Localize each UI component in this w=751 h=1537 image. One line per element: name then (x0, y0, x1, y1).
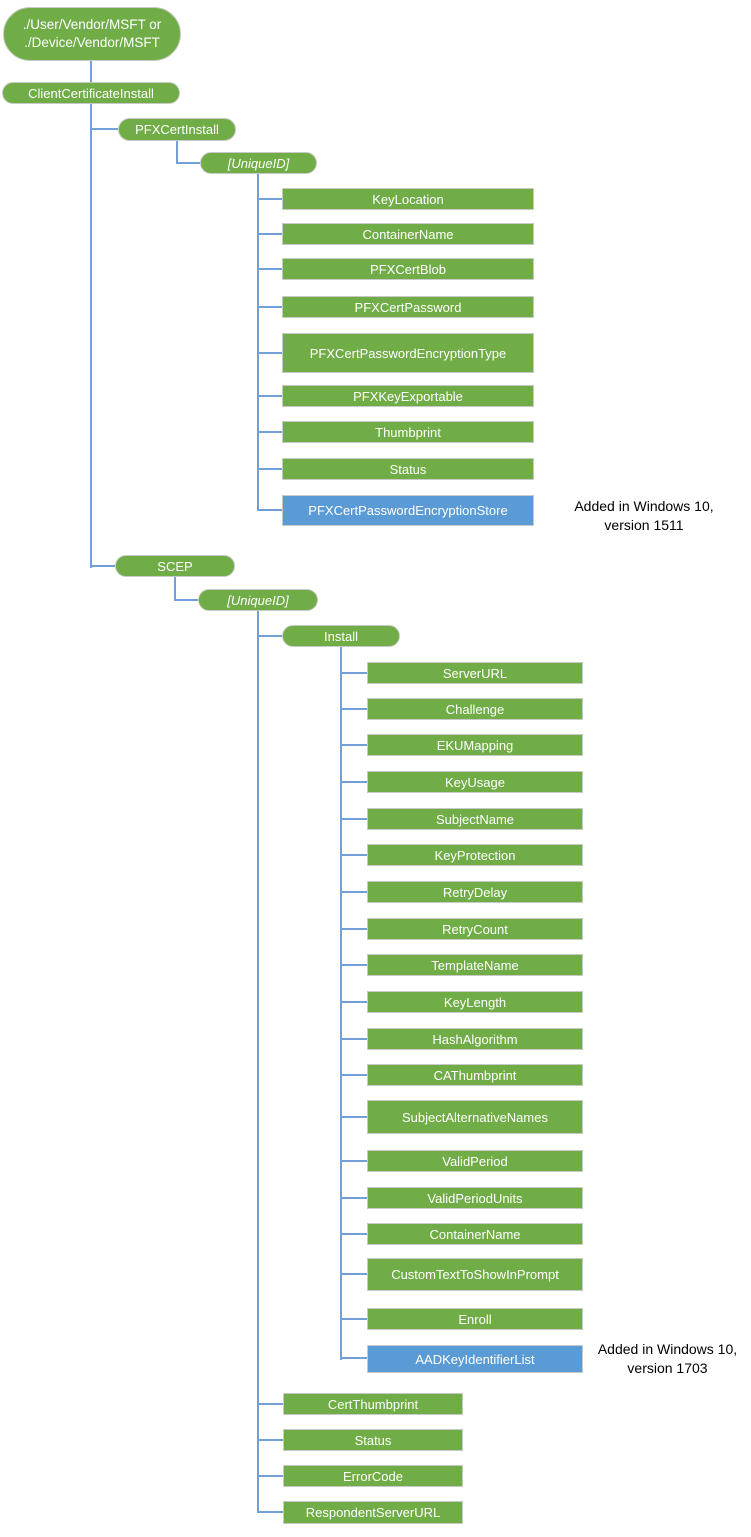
node-subjectalternativenames: SubjectAlternativeNames (367, 1100, 583, 1134)
annotation-1511-line1: Added in Windows 10, (574, 498, 714, 514)
node-hashalgorithm: HashAlgorithm (367, 1028, 583, 1050)
tree-connector (340, 928, 367, 930)
tree-connector (340, 1001, 367, 1003)
tree-connector (257, 268, 282, 270)
tree-connector (340, 1233, 367, 1235)
node-status-scep: Status (283, 1429, 463, 1451)
node-install: Install (282, 625, 400, 647)
tree-connector (340, 1074, 367, 1076)
tree-connector (257, 1511, 283, 1513)
root-path-line2: ./Device/Vendor/MSFT (24, 35, 160, 50)
node-containername: ContainerName (282, 223, 534, 245)
node-customtexttoshowinprompt: CustomTextToShowInPrompt (367, 1258, 583, 1291)
node-containername-scep: ContainerName (367, 1223, 583, 1245)
node-pfxcertpassword: PFXCertPassword (282, 296, 534, 318)
node-errorcode: ErrorCode (283, 1465, 463, 1487)
node-pfx-uniqueid: [UniqueID] (200, 152, 317, 174)
node-cathumbprint: CAThumbprint (367, 1064, 583, 1086)
tree-connector (340, 647, 342, 1360)
node-pfxcertblob: PFXCertBlob (282, 258, 534, 280)
tree-connector (257, 431, 282, 433)
tree-connector (257, 1403, 283, 1405)
node-validperiod: ValidPeriod (367, 1150, 583, 1172)
tree-connector (176, 141, 178, 164)
annotation-version-1703: Added in Windows 10, version 1703 (585, 1340, 750, 1378)
node-respondentserverurl: RespondentServerURL (283, 1501, 463, 1524)
node-enroll: Enroll (367, 1308, 583, 1330)
tree-connector (90, 128, 118, 130)
tree-connector (257, 233, 282, 235)
tree-connector (340, 818, 367, 820)
node-ekumapping: EKUMapping (367, 734, 583, 756)
tree-connector (340, 708, 367, 710)
tree-connector (257, 1475, 283, 1477)
node-scep: SCEP (115, 555, 235, 577)
tree-connector (340, 672, 367, 674)
node-status-pfx: Status (282, 458, 534, 480)
node-pfxcertinstall: PFXCertInstall (118, 118, 236, 141)
node-pfxcertpasswordencryptiontype: PFXCertPasswordEncryptionType (282, 333, 534, 373)
annotation-1703-line2: version 1703 (627, 1360, 708, 1376)
tree-connector (340, 1318, 367, 1320)
node-keylength: KeyLength (367, 991, 583, 1013)
annotation-1511-line2: version 1511 (604, 517, 684, 533)
node-keyusage: KeyUsage (367, 771, 583, 793)
tree-connector (257, 174, 259, 511)
tree-connector (257, 306, 282, 308)
tree-connector (340, 1038, 367, 1040)
node-serverurl: ServerURL (367, 662, 583, 684)
node-retrydelay: RetryDelay (367, 881, 583, 903)
node-pfxkeyexportable: PFXKeyExportable (282, 385, 534, 407)
tree-connector (90, 565, 115, 567)
node-templatename: TemplateName (367, 954, 583, 976)
tree-connector (340, 891, 367, 893)
node-root-path: ./User/Vendor/MSFT or ./Device/Vendor/MS… (3, 7, 181, 61)
node-pfxcertpasswordencryptionstore: PFXCertPasswordEncryptionStore (282, 495, 534, 526)
node-keylocation: KeyLocation (282, 188, 534, 210)
tree-connector (340, 1273, 367, 1275)
tree-connector (257, 198, 282, 200)
tree-connector (257, 468, 282, 470)
tree-connector (340, 854, 367, 856)
tree-connector (340, 964, 367, 966)
tree-connector (340, 781, 367, 783)
node-scep-uniqueid: [UniqueID] (198, 589, 318, 611)
node-keyprotection: KeyProtection (367, 844, 583, 866)
tree-connector (257, 611, 259, 1513)
tree-connector (257, 352, 282, 354)
annotation-1703-line1: Added in Windows 10, (597, 1341, 738, 1357)
tree-connector (340, 744, 367, 746)
tree-connector (340, 1197, 367, 1199)
node-certthumbprint: CertThumbprint (283, 1393, 463, 1415)
tree-connector (257, 635, 282, 637)
tree-connector (90, 61, 92, 82)
tree-connector (90, 104, 92, 568)
tree-connector (257, 395, 282, 397)
node-challenge: Challenge (367, 698, 583, 720)
node-validperiodunits: ValidPeriodUnits (367, 1187, 583, 1209)
node-clientcertificateinstall: ClientCertificateInstall (2, 82, 180, 104)
tree-connector (174, 577, 176, 601)
tree-connector (340, 1160, 367, 1162)
tree-connector (257, 509, 282, 511)
root-path-line1: ./User/Vendor/MSFT or (22, 17, 162, 32)
node-aadkeyidentifierlist: AADKeyIdentifierList (367, 1345, 583, 1373)
node-thumbprint: Thumbprint (282, 421, 534, 443)
tree-connector (340, 1116, 367, 1118)
tree-connector (176, 162, 200, 164)
node-subjectname: SubjectName (367, 808, 583, 830)
annotation-version-1511: Added in Windows 10, version 1511 (538, 497, 750, 535)
node-retrycount: RetryCount (367, 918, 583, 940)
tree-connector (257, 1439, 283, 1441)
tree-connector (174, 599, 198, 601)
tree-connector (340, 1357, 367, 1359)
